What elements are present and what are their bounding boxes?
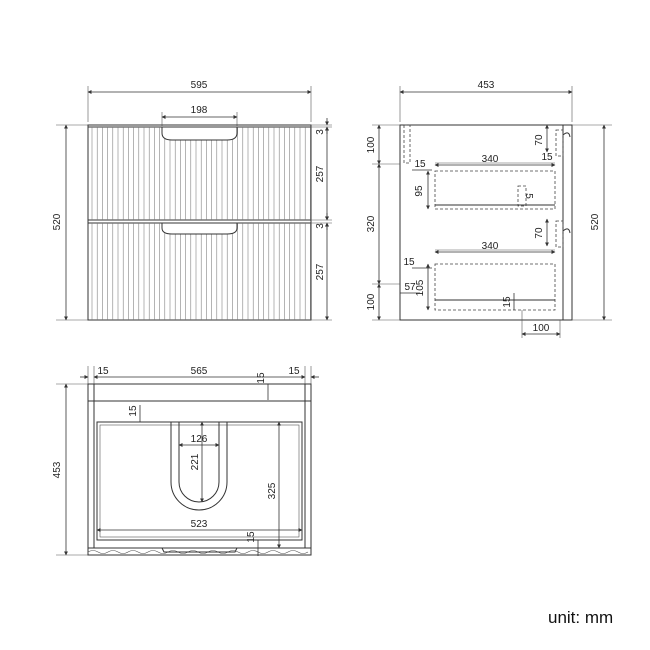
lower-drawer-depth-label: 340	[482, 241, 499, 252]
plumbing-cutout-outer	[170, 422, 228, 511]
side-depth-label: 453	[478, 80, 495, 91]
lower-base-label: 15	[502, 296, 513, 308]
side-top-offset-label: 100	[366, 136, 377, 153]
lower-handle-cutout	[161, 222, 238, 235]
side-bottom-offset-label: 100	[366, 293, 377, 310]
gap-top-label: 3	[315, 129, 326, 135]
top-depth-label: 453	[52, 461, 63, 478]
top-left-side-label: 15	[97, 366, 109, 377]
drawer-top-height-label: 257	[315, 165, 326, 182]
side-to-cutout-label: 325	[267, 482, 278, 499]
lower-drawer-height-label: 105	[415, 279, 426, 296]
back-offset-label: 100	[533, 323, 550, 334]
lower-drawer-outline	[434, 263, 556, 311]
top-right-side-label: 15	[288, 366, 300, 377]
flutes-upper-drawer	[91, 127, 311, 220]
side-inner-height-label: 320	[366, 215, 377, 232]
upper-drawer-depth-label: 340	[482, 154, 499, 165]
upper-drawer-outline	[434, 170, 556, 210]
drawer-bottom-height-label: 257	[315, 263, 326, 280]
upper-handle-label: 70	[534, 134, 545, 146]
top-view: 15 565 15 15 453 15 126 221	[52, 366, 319, 556]
cutout-width-label: 126	[191, 434, 208, 445]
cutout-depth-label: 221	[190, 453, 201, 470]
lower-side-gap-label: 15	[403, 257, 415, 268]
handle-width-label: 198	[191, 105, 208, 116]
drawer-box-top	[96, 421, 303, 541]
top-inner-back-label: 15	[128, 405, 139, 417]
lower-handle-label: 70	[534, 227, 545, 239]
top-back-panel-label: 15	[256, 372, 267, 384]
top-inner-width-label: 565	[191, 366, 208, 377]
upper-drawer-height-label: 95	[414, 185, 425, 197]
side-height-label: 520	[590, 213, 601, 230]
front-width-label: 595	[191, 80, 208, 91]
side-body-outline	[399, 124, 573, 321]
gap-middle-label: 3	[315, 223, 326, 229]
flutes-lower-drawer	[91, 223, 311, 320]
upper-back-gap-label: 15	[541, 152, 553, 163]
plumbing-cutout-inner	[178, 422, 220, 503]
top-cabinet-outline	[87, 383, 312, 556]
front-gap-label: 15	[246, 531, 257, 543]
upper-handle-cutout	[161, 126, 238, 141]
front-height-label: 520	[52, 213, 63, 230]
upper-base-label: 5	[523, 193, 534, 199]
unit-label: unit: mm	[548, 608, 614, 627]
side-view: 453 520 100 320 100 340 15 15 95	[366, 80, 612, 338]
drawer-width-label: 523	[191, 519, 208, 530]
lower-base-offset-label: 57	[404, 282, 416, 293]
upper-side-gap-label: 15	[414, 159, 426, 170]
front-view: 595 198 520 3 257 3	[52, 80, 332, 321]
